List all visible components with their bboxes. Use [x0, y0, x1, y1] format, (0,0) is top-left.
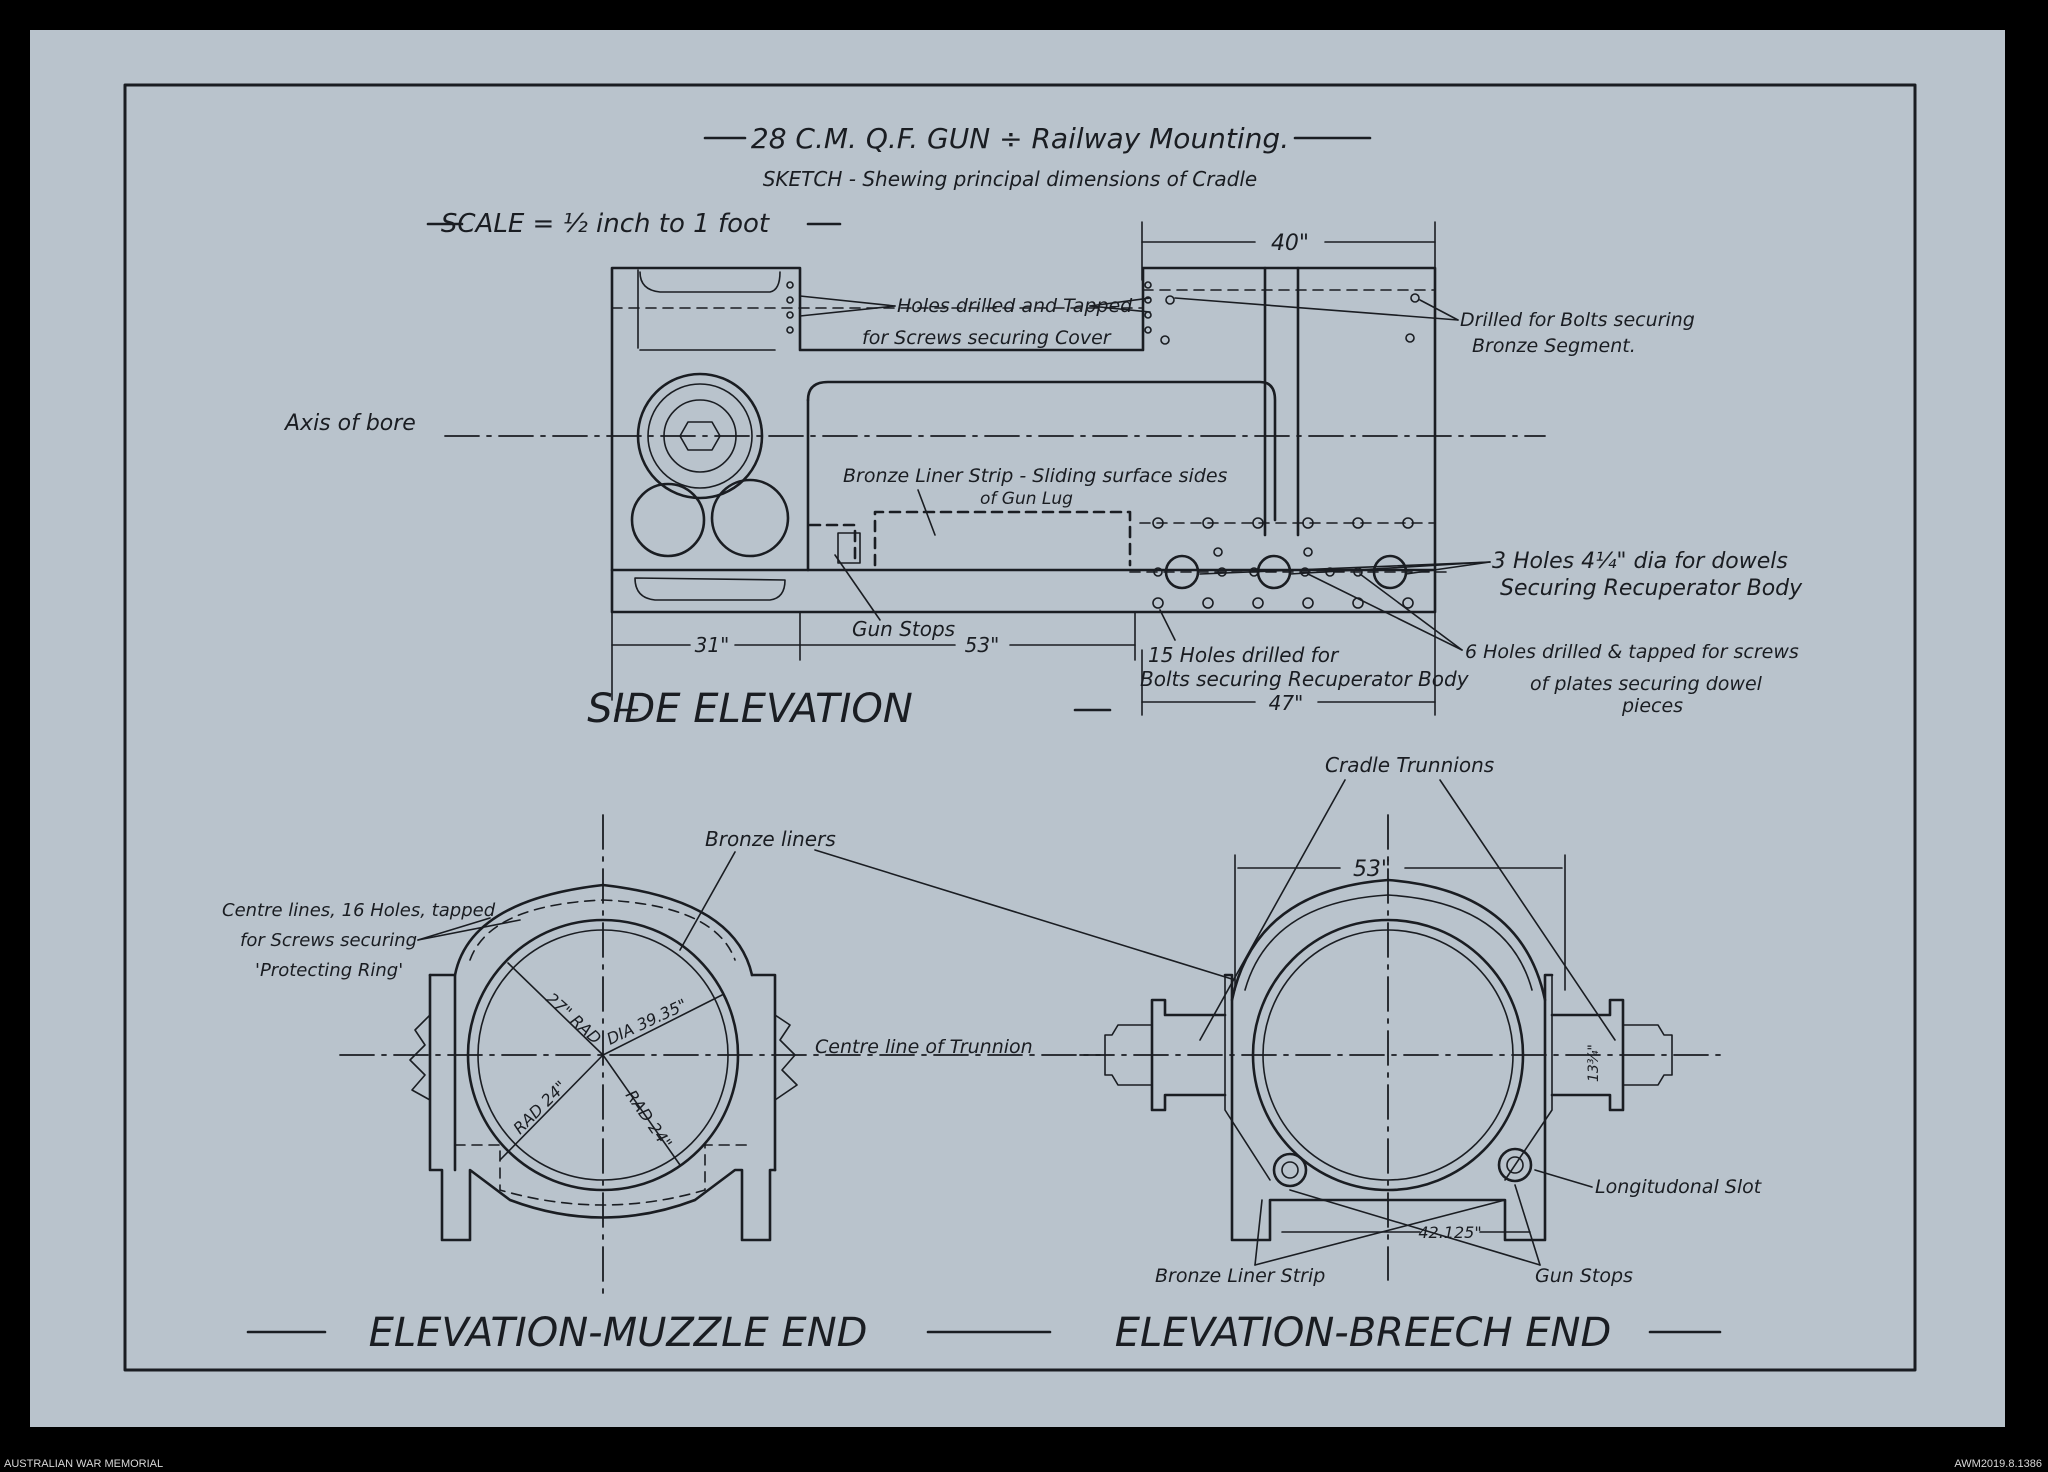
liner-strip-label-2: of Gun Lug: [980, 489, 1073, 509]
dim-40: 40": [1271, 231, 1309, 256]
dowels-label-2: Securing Recuperator Body: [1500, 576, 1803, 601]
holes6-label-3: pieces: [1621, 695, 1683, 717]
bronze-segment-label-2: Bronze Segment.: [1472, 335, 1636, 357]
dim-42: 42.125": [1418, 1223, 1481, 1242]
holes15-label-1: 15 Holes drilled for: [1148, 643, 1340, 667]
scale-label: SCALE = ½ inch to 1 foot: [441, 209, 770, 239]
breech-end-heading: ELEVATION-BREECH END: [1115, 1310, 1612, 1356]
rad-24a: RAD 24": [509, 1077, 570, 1138]
dia-39: DIA 39.35": [604, 995, 690, 1049]
dowels-label-1: 3 Holes 4¼" dia for dowels: [1492, 549, 1788, 574]
dim-53-side: 53": [965, 633, 1000, 657]
bronze-segment-label-1: Drilled for Bolts securing: [1460, 309, 1695, 331]
bronze-liners-label: Bronze liners: [705, 827, 836, 851]
dim-47: 47": [1269, 691, 1304, 715]
footer-right: AWM2019.8.1386: [1954, 1458, 2042, 1470]
footer-left: AUSTRALIAN WAR MEMORIAL: [4, 1458, 164, 1470]
drawing-border: [123, 83, 1917, 1372]
cradle-trunnions-label: Cradle Trunnions: [1325, 753, 1494, 777]
longitudinal-slot-label: Longitudonal Slot: [1595, 1176, 1763, 1198]
gun-stops-breech-label: Gun Stops: [1535, 1265, 1633, 1287]
holes6-label-1: 6 Holes drilled & tapped for screws: [1465, 641, 1799, 663]
breech-end-elevation: 13¾" 53" 42.125" Cradle Trunnions Longit…: [926, 753, 1763, 1356]
holes-cover-label-2: for Screws securing Cover: [862, 327, 1112, 349]
title-block: 28 C.M. Q.F. GUN ÷ Railway Mounting. SKE…: [426, 122, 1372, 239]
axis-of-bore-label: Axis of bore: [283, 411, 416, 436]
side-elevation-heading: SIDE ELEVATION: [587, 686, 913, 732]
dim-13: 13¾": [1586, 1044, 1602, 1082]
liner-strip-label-1: Bronze Liner Strip - Sliding surface sid…: [843, 465, 1228, 487]
holes6-label-2: of plates securing dowel: [1530, 673, 1763, 695]
muzzle-end-heading: ELEVATION-MUZZLE END: [369, 1310, 868, 1356]
blueprint-sheet: [30, 30, 2005, 1427]
centre-lines-label-1: Centre lines, 16 Holes, tapped: [222, 900, 496, 921]
title-main: 28 C.M. Q.F. GUN ÷ Railway Mounting.: [751, 122, 1289, 155]
centre-line-trunnion-label: Centre line of Trunnion: [815, 1036, 1033, 1058]
rad-24b: RAD 24": [622, 1086, 676, 1152]
holes-cover-label-1: Holes drilled and Tapped: [897, 295, 1133, 317]
muzzle-end-elevation: 27" RAD DIA 39.35" RAD 24" RAD 24" Bronz…: [222, 814, 1236, 1356]
title-sub: SKETCH - Shewing principal dimensions of…: [763, 167, 1258, 191]
side-elevation: 40" Axis of bore: [283, 221, 1803, 732]
dim-31: 31": [695, 633, 730, 657]
dim-53-breech: 53": [1353, 857, 1391, 882]
bronze-liner-strip-label: Bronze Liner Strip: [1155, 1265, 1325, 1287]
holes15-label-2: Bolts securing Recuperator Body: [1140, 667, 1470, 691]
rad-27: 27" RAD: [542, 989, 605, 1048]
centre-lines-label-3: 'Protecting Ring': [255, 960, 403, 981]
gun-stops-side-label: Gun Stops: [852, 617, 955, 641]
centre-lines-label-2: for Screws securing: [240, 930, 417, 951]
